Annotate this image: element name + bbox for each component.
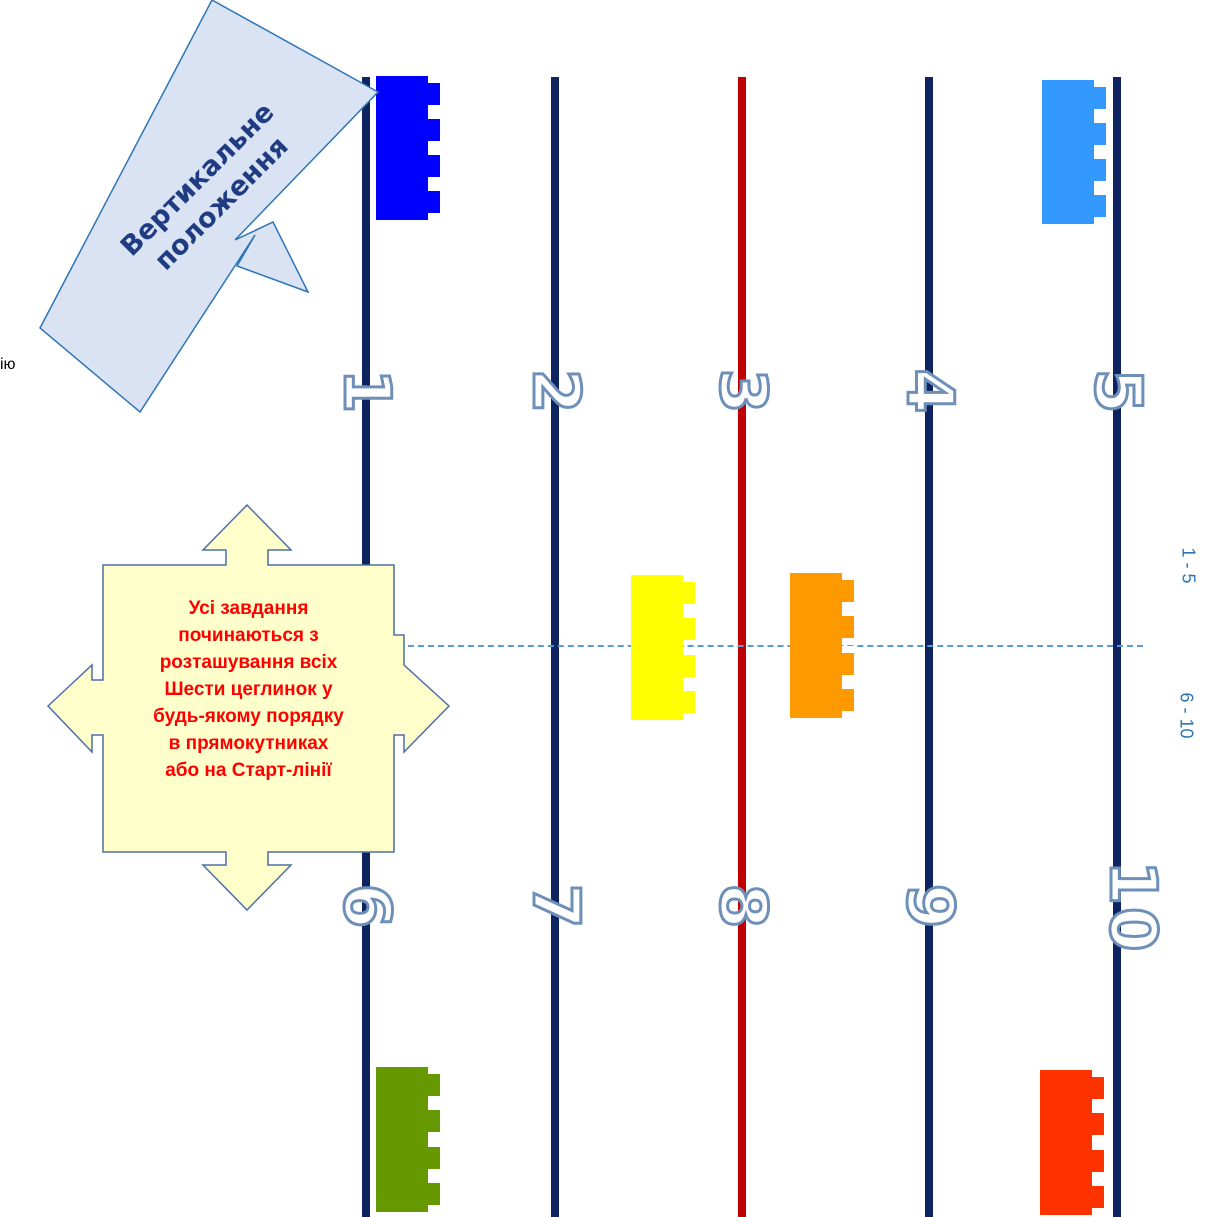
- vertical-position-arrow: [39, 0, 380, 414]
- line-4: [925, 77, 933, 1217]
- number-9: 9: [891, 882, 968, 932]
- brick-orange: [790, 573, 856, 718]
- brick-stud-gap: [428, 76, 440, 83]
- number-2: 2: [517, 367, 594, 417]
- instruction-line-7: або на Старт-лінії: [165, 760, 332, 781]
- brick-stud: [683, 582, 695, 605]
- brick-stud-gap: [842, 645, 854, 653]
- brick-stud: [428, 1182, 440, 1205]
- brick-stud: [683, 618, 695, 641]
- brick-body: [376, 76, 428, 220]
- brick-stud-gap: [683, 575, 695, 583]
- brick-stud-gap: [683, 647, 695, 655]
- brick-stud: [842, 688, 854, 711]
- instruction-line-5: будь-якому порядку: [153, 706, 344, 727]
- brick-stud-gap: [428, 148, 440, 155]
- brick-stud-gap: [1092, 1070, 1104, 1078]
- line-5: [1113, 77, 1121, 1217]
- brick-stud-gap: [1094, 116, 1106, 123]
- brick-green: [376, 1067, 442, 1212]
- range-label-top: 1 - 5: [1178, 547, 1199, 584]
- brick-stud: [842, 652, 854, 675]
- brick-stud: [428, 155, 440, 177]
- brick-stud: [1094, 123, 1106, 145]
- brick-stud-gap: [842, 573, 854, 581]
- range-label-bottom: 6 - 10: [1176, 692, 1197, 739]
- brick-stud-gap: [683, 683, 695, 691]
- brick-stud: [1092, 1113, 1104, 1136]
- brick-stud: [428, 1110, 440, 1133]
- number-5: 5: [1079, 367, 1156, 417]
- instruction-four-way-arrow: [46, 503, 451, 912]
- brick-stud: [683, 690, 695, 713]
- brick-stud: [428, 1146, 440, 1169]
- brick-stud: [428, 119, 440, 141]
- brick-stud-gap: [428, 1139, 440, 1147]
- brick-body: [790, 573, 842, 718]
- brick-stud-gap: [842, 609, 854, 617]
- brick-stud: [1092, 1149, 1104, 1172]
- brick-stud-gap: [1092, 1178, 1104, 1186]
- brick-stud: [1092, 1077, 1104, 1100]
- brick-stud-gap: [428, 1175, 440, 1183]
- brick-stud: [428, 1074, 440, 1097]
- number-10: 10: [1094, 859, 1171, 955]
- brick-stud-gap: [683, 611, 695, 619]
- number-8: 8: [704, 882, 781, 932]
- brick-yellow: [631, 575, 697, 720]
- brick-stud-gap: [428, 1067, 440, 1075]
- brick-stud: [1092, 1185, 1104, 1208]
- instruction-line-3: розташування всіх: [159, 652, 338, 673]
- brick-light-blue: [1042, 80, 1108, 224]
- brick-stud-gap: [428, 184, 440, 191]
- brick-stud: [683, 654, 695, 677]
- brick-stud: [842, 616, 854, 639]
- brick-stud-gap: [428, 112, 440, 119]
- brick-stud: [428, 191, 440, 213]
- left-text-fragment: ію: [0, 356, 16, 373]
- brick-stud: [428, 83, 440, 105]
- brick-stud-gap: [1094, 80, 1106, 87]
- brick-stud-gap: [1092, 1142, 1104, 1150]
- brick-stud: [1094, 195, 1106, 217]
- brick-body: [631, 575, 683, 720]
- brick-body: [1042, 80, 1094, 224]
- instruction-line-1: Усі завдання: [188, 598, 309, 619]
- instruction-line-4: Шести цеглинок у: [164, 679, 333, 700]
- brick-stud-gap: [1092, 1106, 1104, 1114]
- brick-stud: [1094, 159, 1106, 181]
- number-3: 3: [704, 367, 781, 417]
- instruction-line-6: в прямокутниках: [168, 733, 329, 754]
- line-3: [738, 77, 746, 1217]
- brick-red: [1040, 1070, 1106, 1215]
- brick-stud-gap: [428, 1103, 440, 1111]
- brick-body: [376, 1067, 428, 1212]
- number-4: 4: [891, 367, 968, 417]
- brick-body: [1040, 1070, 1092, 1215]
- brick-blue: [376, 76, 442, 220]
- brick-stud-gap: [842, 681, 854, 689]
- line-2: [551, 77, 559, 1217]
- instruction-line-2: починаються з: [178, 625, 319, 646]
- brick-stud: [1094, 87, 1106, 109]
- brick-stud-gap: [1094, 188, 1106, 195]
- brick-stud: [842, 580, 854, 603]
- brick-stud-gap: [1094, 152, 1106, 159]
- divider-dashed-line: [398, 645, 1143, 647]
- number-7: 7: [517, 882, 594, 932]
- instruction-text: Усі завдання починаються з розташування …: [103, 595, 394, 784]
